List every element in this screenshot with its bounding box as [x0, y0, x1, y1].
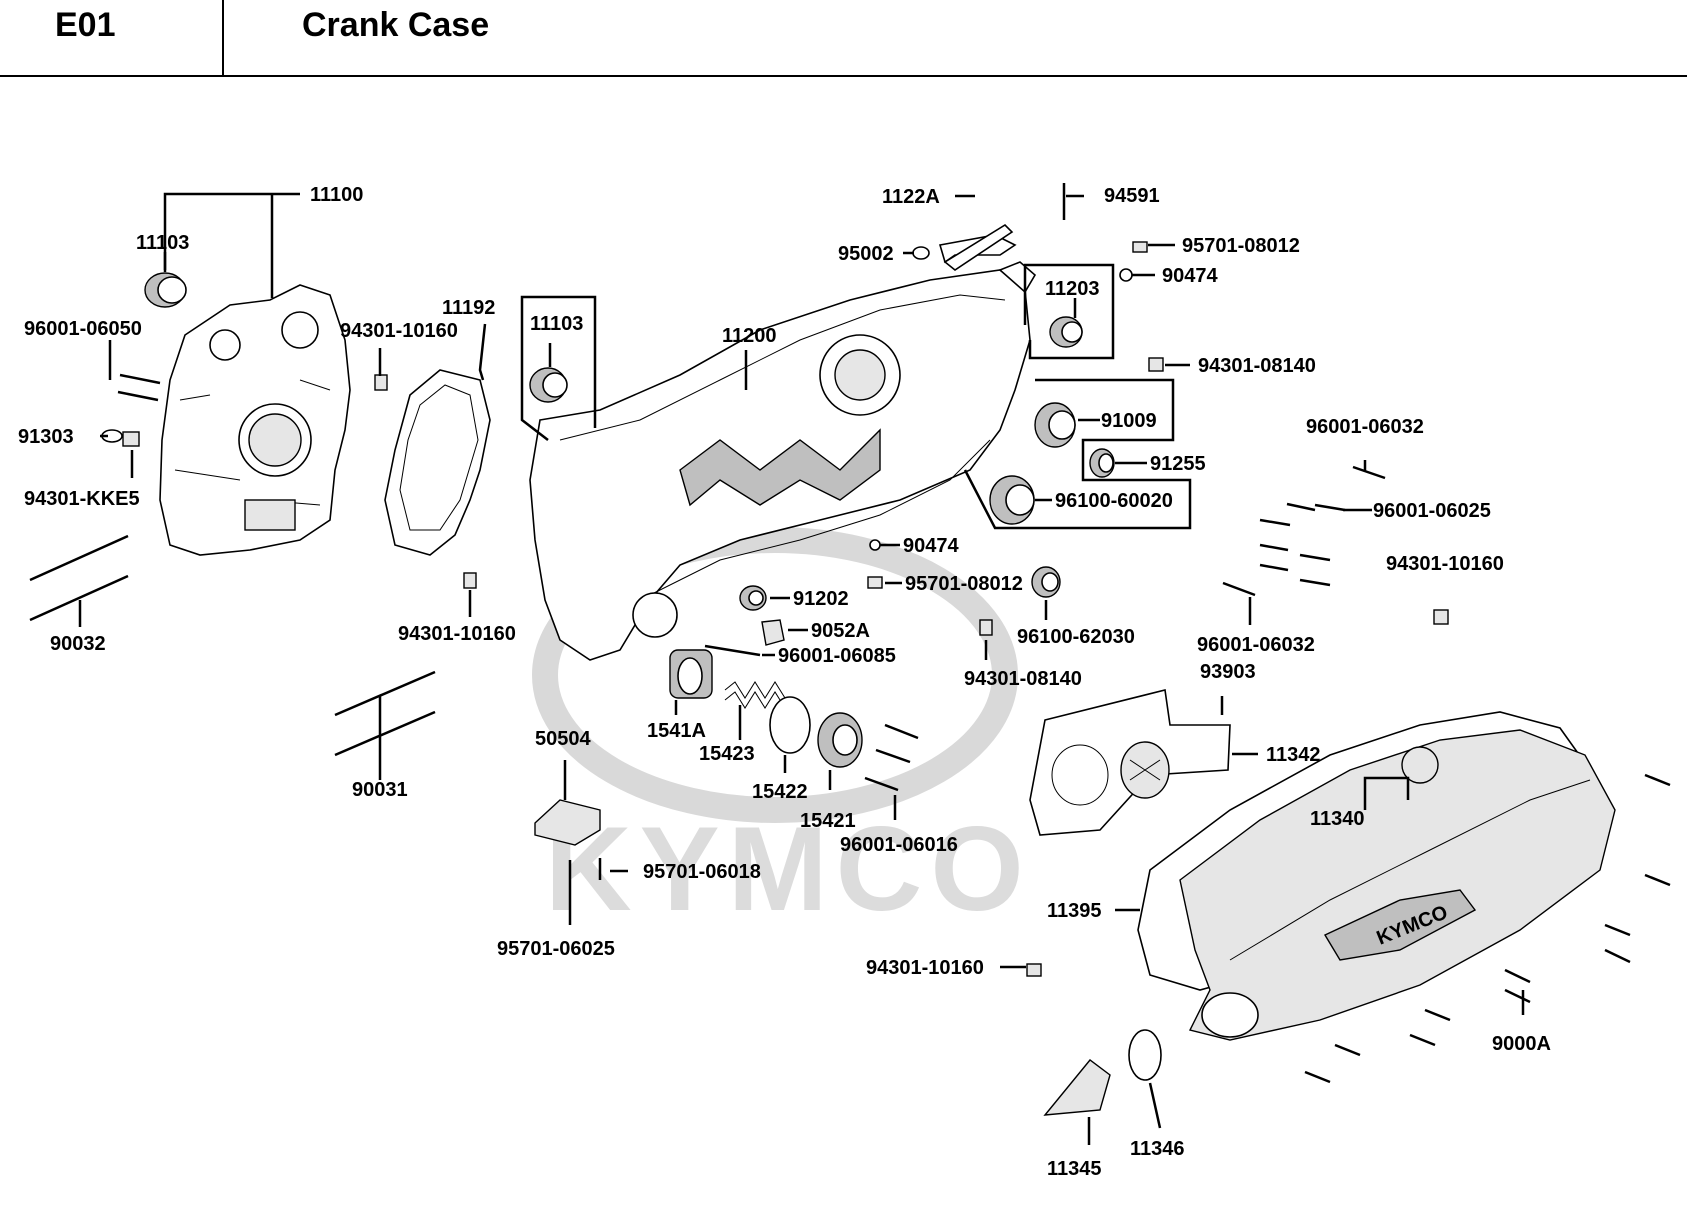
left-crankcase-drawing	[159, 284, 351, 556]
washer-90474-mid	[869, 539, 881, 551]
label-96001-06050: 96001-06050	[24, 318, 142, 340]
label-1541A: 1541A	[647, 720, 706, 742]
label-94301-08140-top: 94301-08140	[1198, 355, 1316, 377]
label-94301-10160-a: 94301-10160	[340, 320, 458, 342]
label-15423: 15423	[699, 743, 755, 765]
cover-11340	[1179, 729, 1616, 1041]
dowel-94301-08140-mid	[979, 619, 993, 636]
bearing-96100-60020	[989, 475, 1035, 525]
right-crankcase-drawing	[529, 261, 1037, 661]
label-90032: 90032	[50, 633, 106, 655]
studs-90032	[29, 534, 129, 622]
label-90474-mid: 90474	[903, 535, 959, 557]
label-11342: 11342	[1266, 744, 1321, 766]
bolt-96001-06032-top	[1352, 465, 1386, 480]
cover-bolts-9000A	[1304, 773, 1671, 1084]
bearing-96100-62030	[1031, 566, 1061, 598]
bolt-95701-08012-mid	[867, 576, 883, 589]
gasket-11192	[384, 369, 491, 556]
label-9000A: 9000A	[1492, 1033, 1551, 1055]
label-90031: 90031	[352, 779, 408, 801]
label-11200: 11200	[722, 325, 777, 347]
label-11340: 11340	[1310, 808, 1365, 830]
label-11346: 11346	[1130, 1138, 1185, 1160]
header-divider	[222, 0, 224, 75]
bearing-91009	[1034, 402, 1076, 448]
clamp-11346	[1128, 1029, 1162, 1081]
oil-strainer-1541A	[669, 649, 713, 699]
label-91303: 91303	[18, 426, 74, 448]
bearing-11103-box	[529, 367, 568, 403]
label-94301-KKE5: 94301-KKE5	[24, 488, 140, 510]
plug-9052A	[761, 619, 785, 646]
seal-91202	[739, 585, 767, 611]
dowel-94301-KKE5	[122, 431, 140, 447]
label-96001-06016: 96001-06016	[840, 834, 958, 856]
spring-15423	[724, 681, 786, 709]
label-94301-10160-right: 94301-10160	[1386, 553, 1504, 575]
label-90474-top: 90474	[1162, 265, 1218, 287]
o-ring-15422	[769, 696, 811, 754]
label-94301-08140-mid: 94301-08140	[964, 668, 1082, 690]
label-1122A: 1122A	[882, 186, 940, 208]
label-93903: 93903	[1200, 661, 1256, 683]
label-15421: 15421	[800, 810, 856, 832]
bearing-11103-left	[144, 272, 187, 308]
label-95701-08012-mid: 95701-08012	[905, 573, 1023, 595]
label-96001-06085: 96001-06085	[778, 645, 896, 667]
label-50504: 50504	[535, 728, 591, 750]
dowel-94301-10160-b	[463, 572, 477, 589]
dowel-94301-10160-low	[1026, 963, 1042, 977]
filter-11345	[1043, 1059, 1111, 1116]
kymco-watermark: KYMCO	[532, 527, 1032, 936]
page-title: Crank Case	[302, 6, 490, 44]
dowel-pins-96001-06050	[117, 373, 161, 402]
section-code: E01	[55, 6, 116, 44]
watermark-text: KYMCO	[545, 802, 1032, 936]
label-91255: 91255	[1150, 453, 1206, 475]
page-header: E01 Crank Case	[0, 0, 1687, 77]
label-11192: 11192	[442, 297, 495, 319]
label-95701-08012-top: 95701-08012	[1182, 235, 1300, 257]
bolts-96001-06025-cluster	[1259, 502, 1346, 587]
seal-91255	[1089, 448, 1115, 478]
dowel-94301-10160-a	[374, 374, 388, 391]
label-11103-left: 11103	[136, 232, 189, 254]
label-96001-06032-top: 96001-06032	[1306, 416, 1424, 438]
bolt-96001-06032-mid	[1222, 581, 1256, 597]
bracket-50504	[534, 799, 601, 846]
label-11100: 11100	[310, 184, 363, 206]
label-94301-10160-b: 94301-10160	[398, 623, 516, 645]
label-11395: 11395	[1047, 900, 1102, 922]
studs-90031	[334, 670, 436, 757]
label-11203: 11203	[1045, 278, 1100, 300]
bearing-11203	[1049, 316, 1083, 348]
bolt-96001-06085	[704, 644, 761, 657]
label-96001-06032-mid: 96001-06032	[1197, 634, 1315, 656]
label-91202: 91202	[793, 588, 849, 610]
label-15422: 15422	[752, 781, 808, 803]
part-labels: 11100 11103 96001-06050 91303 94301-KKE5…	[18, 184, 1551, 1180]
bolts-96001-06016	[864, 723, 919, 792]
label-96001-06025: 96001-06025	[1373, 500, 1491, 522]
label-11103-box: 11103	[530, 313, 583, 335]
label-95002: 95002	[838, 243, 894, 265]
washer-90474-top	[1119, 268, 1133, 282]
label-9052A: 9052A	[811, 620, 870, 642]
label-95701-06025: 95701-06025	[497, 938, 615, 960]
label-91009: 91009	[1101, 410, 1157, 432]
label-95701-06018: 95701-06018	[643, 861, 761, 883]
clip-95002	[912, 246, 930, 260]
leader-lines	[78, 192, 1525, 1145]
label-94301-10160-low: 94301-10160	[866, 957, 984, 979]
bolt-95701-08012-top	[1132, 241, 1148, 253]
label-96100-60020: 96100-60020	[1055, 490, 1173, 512]
label-11345: 11345	[1047, 1158, 1102, 1180]
label-94591: 94591	[1104, 185, 1160, 207]
dowel-94301-10160-right	[1433, 609, 1449, 625]
cap-15421	[817, 712, 863, 768]
dowel-94301-08140-top	[1148, 357, 1164, 372]
label-96100-62030: 96100-62030	[1017, 626, 1135, 648]
